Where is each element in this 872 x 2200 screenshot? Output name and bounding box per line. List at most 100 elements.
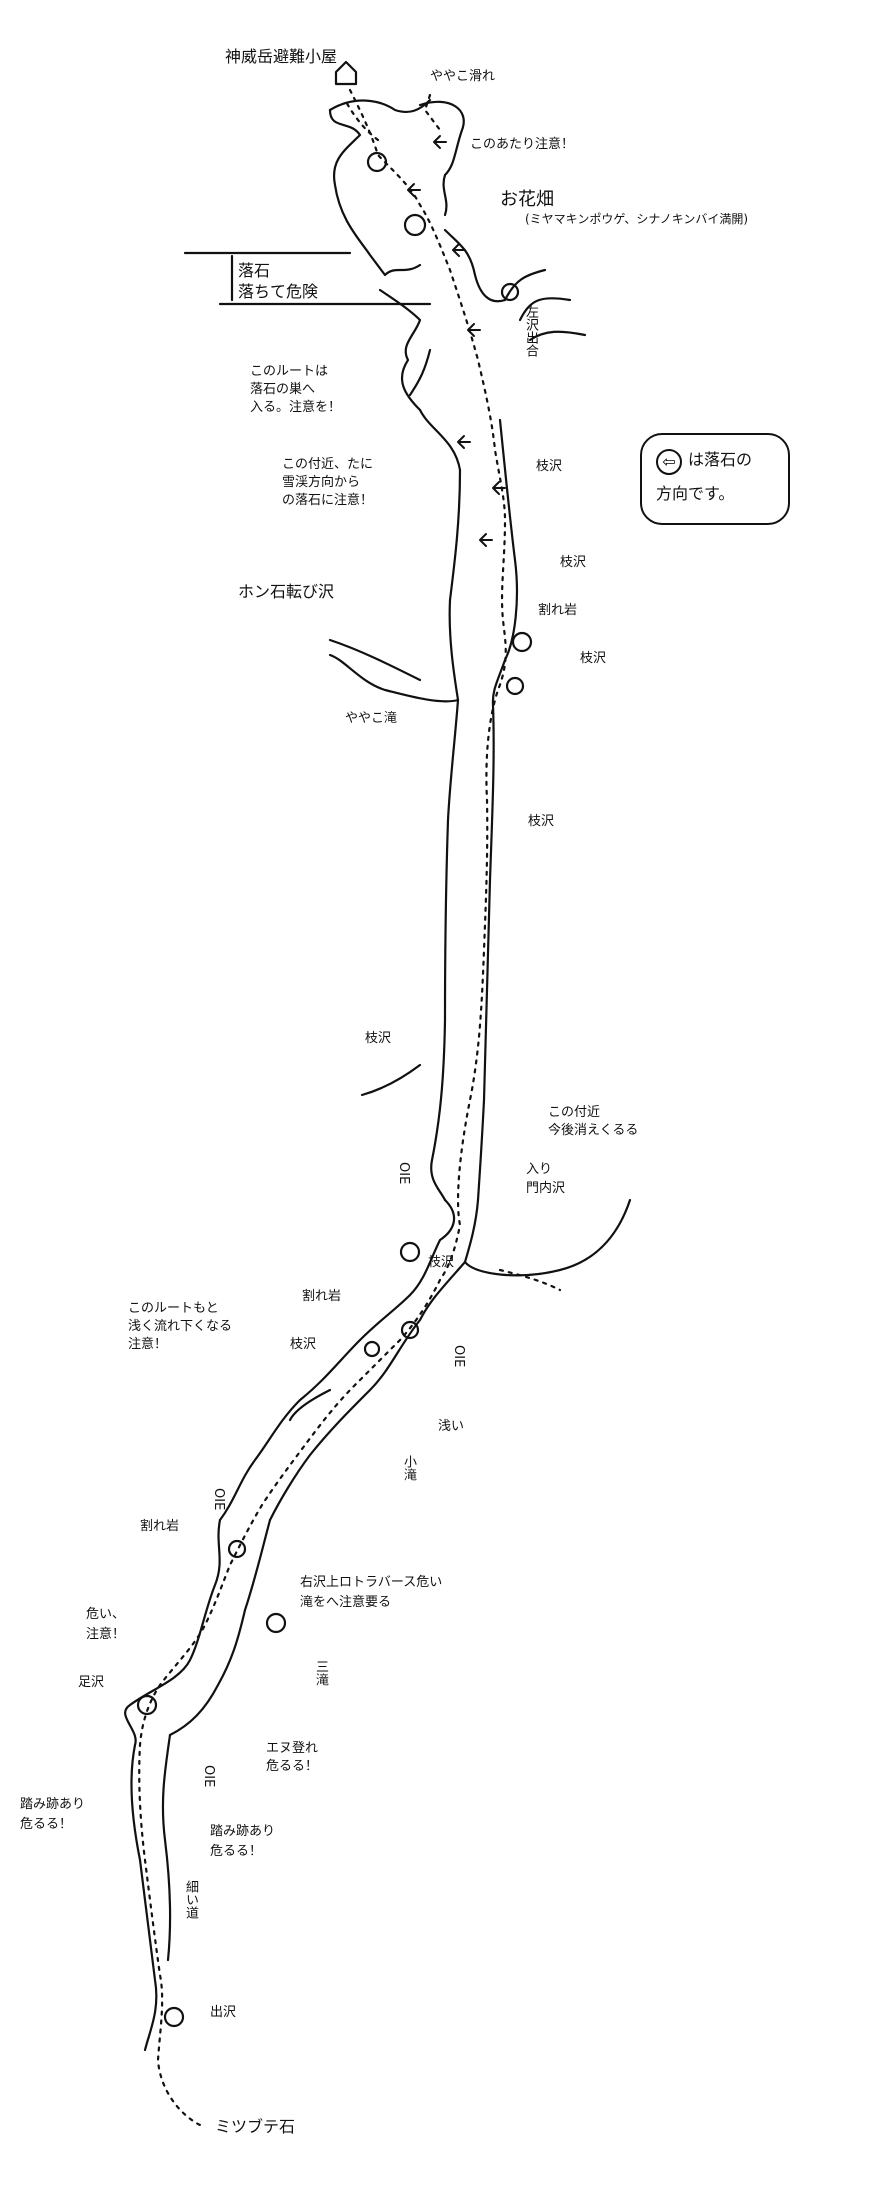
tail-right-bank	[161, 1733, 172, 1962]
label-danger-2: 注意！	[86, 1627, 126, 1642]
label-rockfall-zone-sub: 落ちて危険	[238, 282, 319, 301]
legend-text-1: は落石の	[688, 450, 753, 469]
label-caution-here: このあたり注意！	[470, 137, 575, 152]
label-alpine-flowers-title: お花畑	[500, 189, 554, 210]
label-route-note-1: このルートは	[250, 364, 329, 379]
label-snow-patch: ややこ滝	[345, 711, 398, 726]
marker-upper-right	[500, 282, 520, 302]
side-stream-left	[360, 1063, 422, 1097]
marker-top	[366, 151, 388, 173]
label-right-gully: 左沢出合	[522, 305, 538, 357]
label-branch-2: 枝沢	[560, 555, 587, 570]
label-entrance-2: 門内沢	[526, 1181, 566, 1196]
legend: ⇦ は落石の 方向です。	[640, 433, 790, 525]
marker-mid-1	[399, 1241, 421, 1263]
lower-right-bank-3	[168, 1518, 272, 1737]
label-branch-5: 枝沢	[365, 1031, 392, 1046]
label-rope-1: エヌ登れ	[266, 1741, 319, 1756]
route-dotted-line	[138, 88, 507, 2127]
marker-low-1	[227, 1539, 247, 1559]
label-traverse-2: 滝をへ注意要る	[300, 1595, 392, 1610]
label-nearby-note-2: 雪渓方向から	[282, 475, 361, 490]
label-steps-1: 踏み跡あり	[20, 1797, 86, 1812]
hut-icon	[334, 60, 358, 86]
label-bottom-route-1: このルートもと	[128, 1301, 219, 1316]
lower-left-bank	[218, 1198, 456, 1522]
label-traverse-1: 右沢上ロトラバース危い	[300, 1575, 443, 1590]
label-small-falls: 小滝	[400, 1455, 416, 1481]
label-shallow: 浅い	[438, 1419, 465, 1434]
label-branch-7: 枝沢	[290, 1337, 317, 1352]
label-branch-bottom: 出沢	[210, 2005, 237, 2020]
label-branch-1: 枝沢	[536, 459, 563, 474]
main-left-bank	[328, 468, 462, 703]
label-branch-6: 枝沢	[428, 1255, 455, 1270]
rockfall-arrow-5	[457, 435, 471, 449]
label-thin-path: 細い道	[182, 1880, 198, 1919]
label-bottom-route-3: 注意！	[128, 1337, 168, 1352]
main-right-bank-2	[476, 703, 495, 1202]
label-side-stream: ホン石転び沢	[238, 582, 335, 601]
rockfall-arrow-2	[407, 183, 421, 197]
label-nearby-note-3: の落石に注意！	[282, 493, 374, 508]
side-stream-hon	[328, 638, 422, 682]
route-dotted-upper	[423, 93, 442, 132]
gully-left	[408, 348, 432, 397]
route-dotted-lower	[498, 1268, 562, 1292]
label-rope-2: 危るる！	[266, 1759, 319, 1774]
marker-mid-3	[363, 1340, 381, 1358]
main-right-bank	[491, 418, 519, 707]
rockfall-arrow-1	[433, 135, 447, 149]
legend-text-2: 方向です。	[656, 484, 735, 503]
summit-cirque-right	[418, 100, 465, 217]
label-split-rock-1: 割れ岩	[538, 603, 578, 618]
lower-right-bank-2	[268, 1260, 467, 1522]
rockfall-arrow-7	[479, 533, 493, 547]
label-oe-1: OIE	[395, 1162, 411, 1185]
label-route-note-3: 入る。注意を！	[250, 400, 342, 415]
marker-low-3	[136, 1694, 158, 1716]
label-danger-1: 危い、	[86, 1607, 126, 1622]
main-left-bank-2	[430, 698, 460, 1202]
label-oe-4: OIE	[200, 1765, 216, 1788]
label-oe-3: OIE	[210, 1488, 226, 1511]
label-end-point: ミツブテ石	[215, 2117, 296, 2136]
marker-flowers	[403, 213, 427, 237]
label-soon-note-1: この付近	[548, 1105, 601, 1120]
label-branch-3: 枝沢	[580, 651, 607, 666]
label-bottom-route-2: 浅く流れ下くなる	[128, 1319, 233, 1334]
label-route-note-2: 落石の巣へ	[250, 382, 316, 397]
label-top-note: ややこ滑れ	[430, 69, 496, 84]
label-oe-2: OIE	[450, 1345, 466, 1368]
label-top-hut: 神威岳避難小屋	[225, 47, 338, 66]
label-rockfall-zone: 落石	[238, 261, 271, 280]
summit-cirque-outline	[328, 108, 422, 277]
upper-right-gully-1	[503, 268, 547, 302]
label-steps-4: 危るる！	[210, 1844, 263, 1859]
marker-split-1	[511, 631, 533, 653]
lower-left-bank-2	[124, 1518, 222, 1747]
upper-left-bank-2	[418, 408, 462, 472]
marker-split-2	[505, 676, 525, 696]
rockfall-arrow-4	[467, 323, 481, 337]
label-split-rock-2: 割れ岩	[302, 1289, 342, 1304]
label-alpine-flowers-species: (ミヤマキンポウゲ、シナノキンバイ満開)	[525, 212, 749, 226]
label-steps-3: 踏み跡あり	[210, 1824, 276, 1839]
side-stream-mid	[288, 1388, 332, 1422]
label-nearby-note-1: この付近、たに	[282, 457, 374, 472]
label-steps-2: 危るる！	[20, 1817, 73, 1832]
upper-right-gully-3	[528, 330, 587, 342]
lower-right-bank	[463, 1198, 632, 1277]
marker-mid-2	[400, 1320, 420, 1340]
upper-right-gully-2	[518, 297, 572, 322]
marker-low-2	[265, 1612, 287, 1634]
rockfall-arrow-6	[492, 481, 506, 495]
summit-cirque-top	[328, 98, 432, 114]
upper-left-bank	[378, 288, 422, 412]
label-soon-note-2: 今後消えくるる	[548, 1123, 639, 1138]
label-split-rock-3: 割れ岩	[140, 1519, 180, 1534]
tail-left-bank	[130, 1743, 158, 2052]
upper-right-bank	[443, 228, 507, 303]
